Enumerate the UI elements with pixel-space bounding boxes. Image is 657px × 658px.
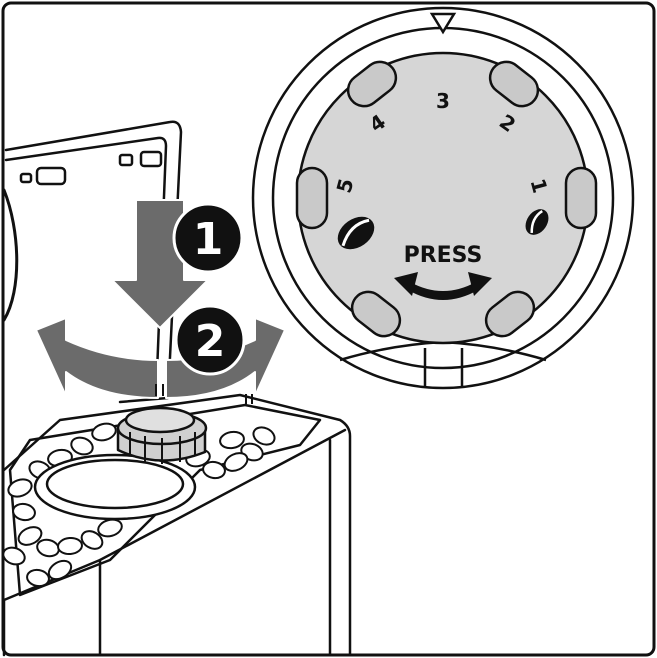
machine-top bbox=[2, 393, 352, 657]
coffee-bean-large-icon bbox=[337, 216, 375, 250]
turn-direction-arrow bbox=[394, 272, 492, 300]
grind-dial-closeup: 3 2 1 4 5 PRESS bbox=[251, 6, 635, 390]
step-1-badge: 1 bbox=[172, 202, 244, 274]
dial-number-5: 5 bbox=[332, 176, 359, 196]
lid-vent bbox=[19, 172, 33, 184]
coffee-machine bbox=[2, 120, 352, 657]
dial-grip-tabs bbox=[295, 60, 598, 338]
triangle-marker-icon bbox=[429, 12, 457, 35]
machine-lid bbox=[4, 120, 183, 404]
motion-lines bbox=[155, 384, 253, 404]
dial-number-3: 3 bbox=[436, 89, 450, 113]
machine-front-edge bbox=[2, 428, 347, 657]
svg-text:2: 2 bbox=[195, 316, 226, 367]
grind-adjustment-knob[interactable] bbox=[116, 406, 208, 464]
svg-text:1: 1 bbox=[193, 214, 224, 265]
step-2-badge: 2 bbox=[174, 304, 246, 376]
dial-stem bbox=[423, 348, 464, 388]
lid-vent bbox=[139, 150, 163, 168]
coffee-beans bbox=[2, 422, 276, 588]
dial-number-1: 1 bbox=[526, 176, 553, 196]
press-label: PRESS bbox=[404, 243, 483, 268]
lid-vent bbox=[35, 166, 67, 186]
bean-container-ring bbox=[33, 453, 197, 521]
machine-side-edge bbox=[2, 188, 19, 322]
machine-lid-inner bbox=[4, 136, 168, 400]
lid-vent bbox=[118, 153, 134, 167]
coffee-bean-small-icon bbox=[525, 209, 549, 235]
